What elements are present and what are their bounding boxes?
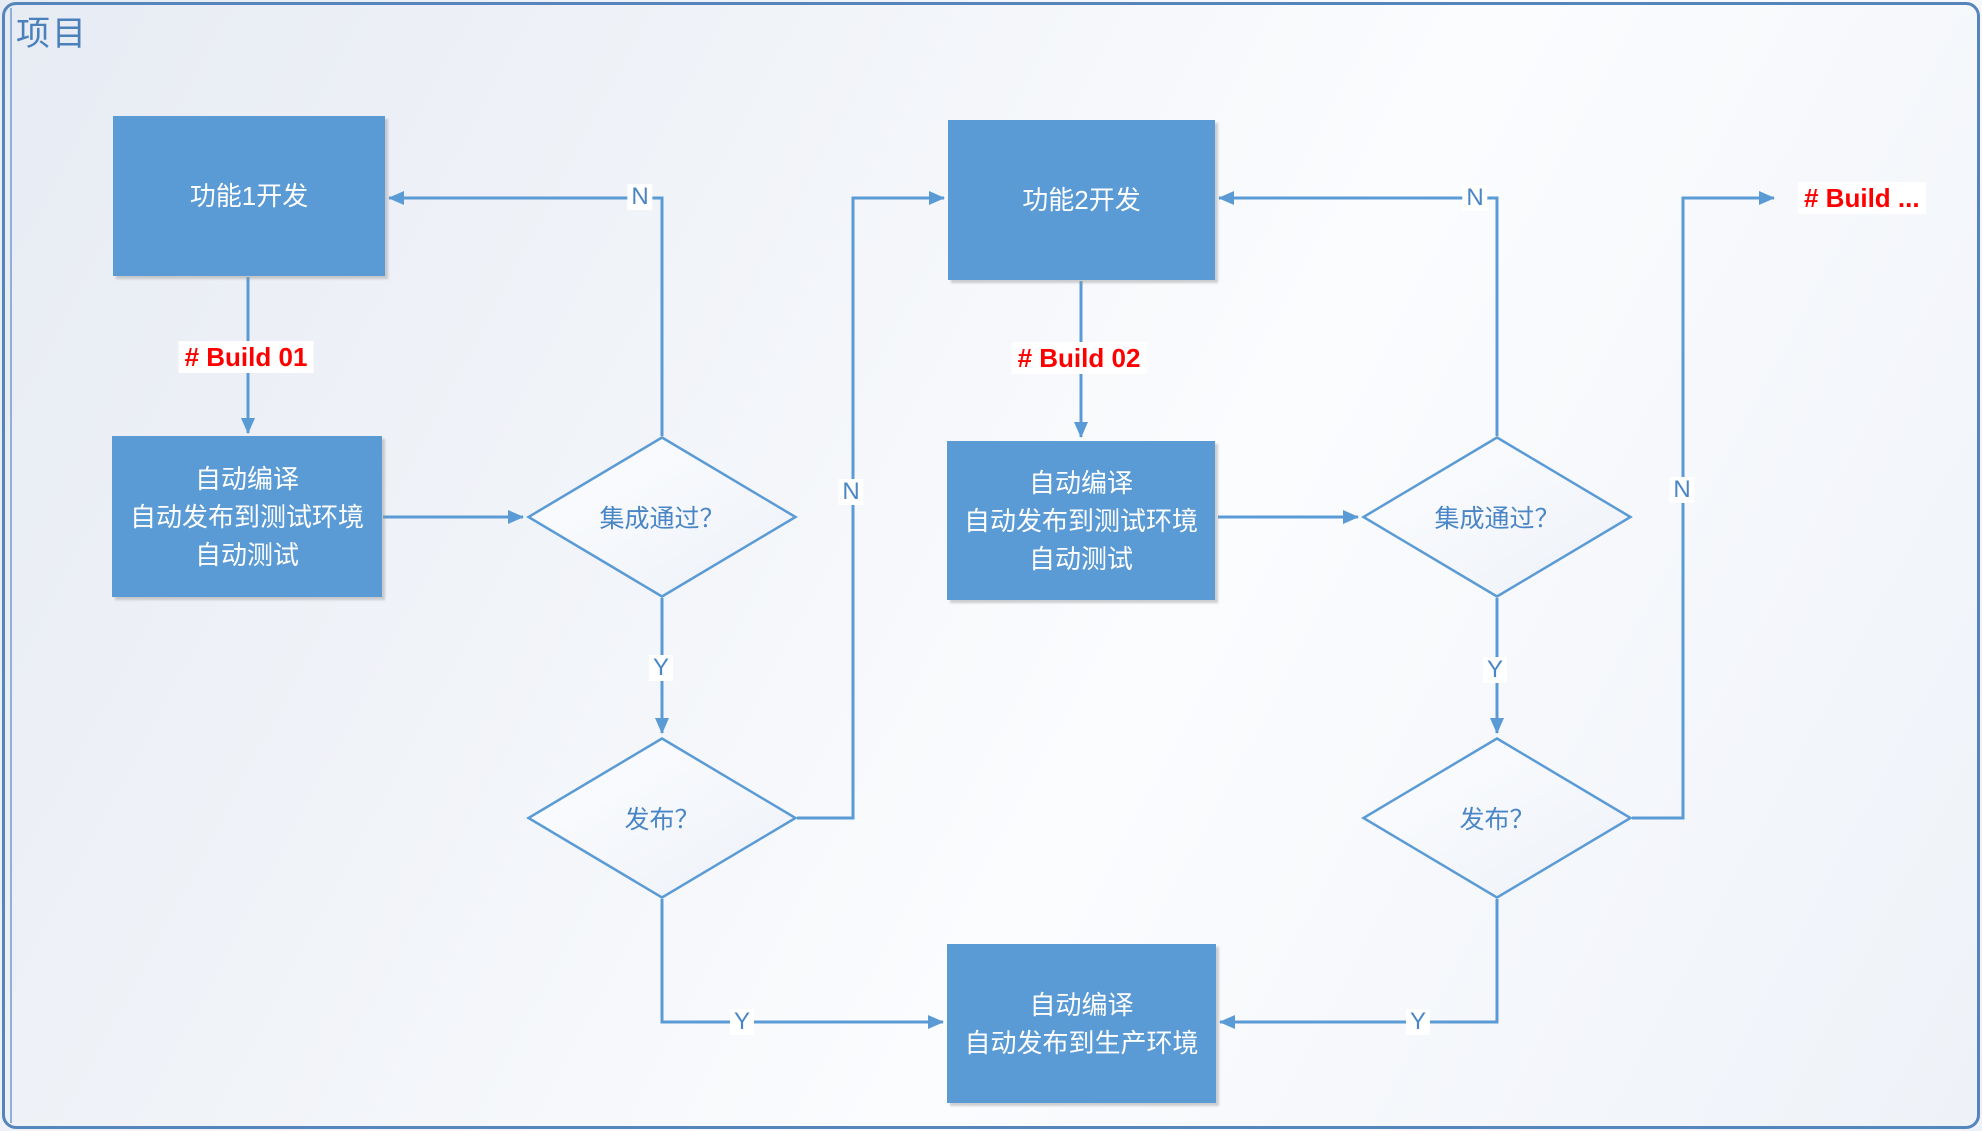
node-label-line: 自动测试	[194, 539, 299, 570]
edge-label-release1-no: N	[838, 479, 864, 505]
node-label: 功能1开发	[189, 181, 309, 211]
node-label-line: 自动测试	[1028, 543, 1133, 574]
label-build-02: # Build 02	[1011, 342, 1147, 374]
node-label-line: 自动发布到生产环境	[964, 1027, 1199, 1058]
decision-diamond-shape	[526, 436, 798, 598]
edge-label-release1-yes: Y	[729, 1009, 755, 1035]
decision-release-2: 发布？	[1361, 737, 1633, 899]
node-auto-test-1: 自动编译 自动发布到测试环境 自动测试	[112, 436, 382, 597]
decision-label: 集成通过？	[1434, 505, 1560, 533]
edge-label-release2-yes: Y	[1405, 1009, 1431, 1035]
decision-integration-2: 集成通过？	[1361, 436, 1633, 598]
edge-integration1-no-to-feature1	[388, 191, 664, 436]
node-feature2-dev: 功能2开发	[948, 120, 1215, 280]
node-label-line: 自动编译	[1029, 989, 1134, 1020]
node-auto-test-2: 自动编译 自动发布到测试环境 自动测试	[947, 441, 1215, 600]
decision-label: 发布？	[624, 806, 700, 834]
node-label-line: 自动发布到测试环境	[129, 501, 364, 532]
edge-release2-no-to-next-build	[1632, 191, 1775, 820]
edge-label-integration2-no: N	[1462, 185, 1488, 211]
decision-label: 发布？	[1459, 806, 1535, 834]
label-build-next: # Build ...	[1798, 182, 1926, 214]
node-label: 功能2开发	[1022, 185, 1141, 215]
node-feature1-dev: 功能1开发	[113, 116, 385, 276]
label-build-01: # Build 01	[178, 341, 314, 373]
node-deploy-production: 自动编译 自动发布到生产环境	[947, 944, 1216, 1103]
edge-label-integration2-yes: Y	[1482, 657, 1508, 683]
decision-diamond-shape	[526, 737, 798, 899]
edge-release2-yes-to-deploy	[1219, 899, 1499, 1029]
edge-integration2-no-to-feature2	[1218, 191, 1499, 436]
decision-label: 集成通过？	[599, 505, 725, 533]
decision-release-1: 发布？	[526, 737, 798, 899]
edge-label-integration1-yes: Y	[648, 655, 674, 681]
frame-inner-line	[10, 8, 12, 1123]
decision-integration-1: 集成通过？	[526, 436, 798, 598]
edge-label-integration1-no: N	[627, 184, 653, 210]
node-label-line: 自动编译	[1028, 467, 1133, 498]
edge-release1-no-to-feature2	[797, 191, 945, 820]
node-label-line: 自动发布到测试环境	[963, 505, 1198, 536]
edge-label-release2-no: N	[1669, 477, 1695, 503]
project-container-title: 项目	[16, 15, 88, 53]
decision-diamond-shape	[1361, 737, 1633, 899]
node-label-line: 自动编译	[194, 463, 299, 494]
decision-diamond-shape	[1361, 436, 1633, 598]
edge-release1-yes-to-deploy	[660, 899, 944, 1029]
